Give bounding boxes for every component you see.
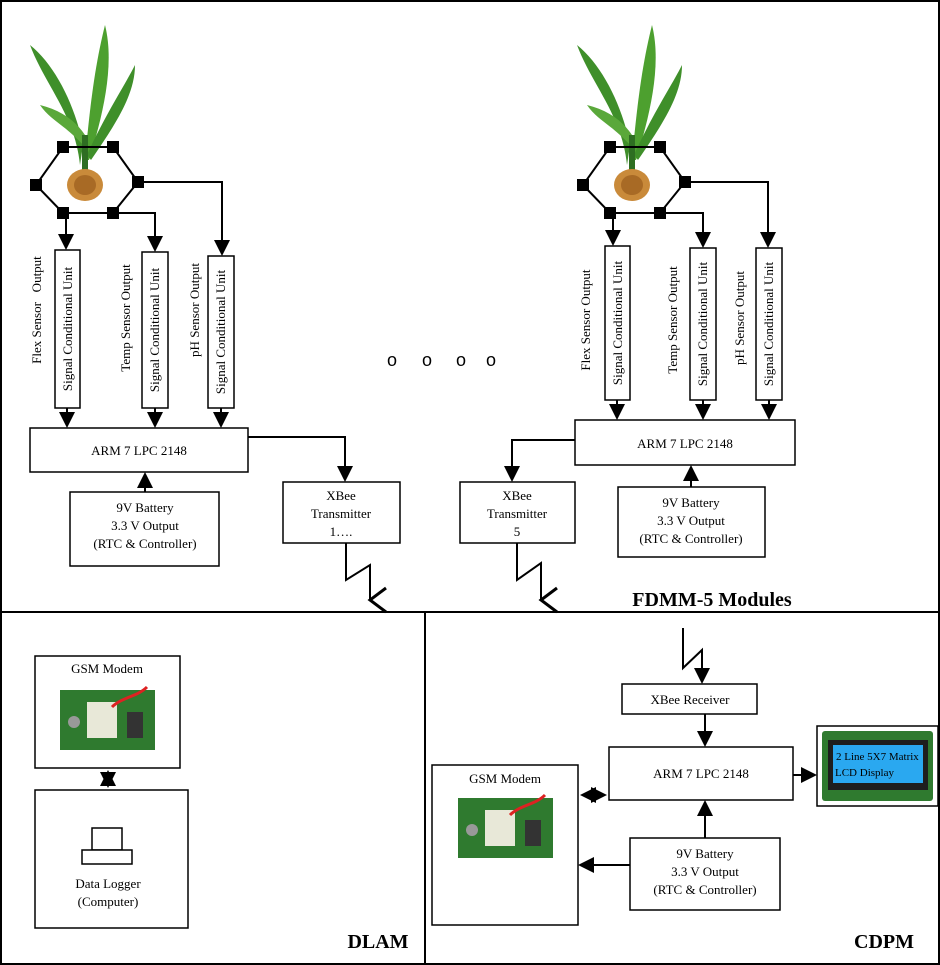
xbee-label: XBee [326,488,356,503]
signal-conditioning-unit-ph [755,247,783,401]
signal-conditioning-unit-flex [54,249,81,409]
battery-output-label: 3.3 V Output [671,864,739,879]
xbee-label: Transmitter [311,506,372,521]
controller-label: ARM 7 LPC 2148 [91,443,187,458]
ph-sensor-label: pH Sensor Output [732,271,747,365]
lcd-line-1: 2 Line 5X7 Matrix [836,751,919,763]
signal-conditioning-unit-ph [207,255,235,409]
xbee-label: XBee [502,488,532,503]
xbee-transmitter-1 [282,481,401,544]
temp-sensor-label: Temp Sensor Output [118,264,133,372]
battery-label: 9V Battery [116,500,174,515]
controller-label: ARM 7 LPC 2148 [637,436,733,451]
xbee-index: 5 [514,524,521,539]
wireless-signal-icon [682,628,710,684]
plant-image [577,25,682,201]
ellipsis-dot: o [486,350,496,370]
battery-output-label: 3.3 V Output [657,513,725,528]
arm-controller-box [608,746,794,801]
scu-label: Signal Conditional Unit [147,268,162,393]
xbee-transmitter-5 [459,481,576,544]
cdpm-panel: XBee Receiver ARM 7 LPC 2148 GSM Modem 9… [431,628,939,953]
ellipsis: o o o o [387,350,496,370]
battery-use-label: (RTC & Controller) [653,882,756,897]
battery-label: 9V Battery [662,495,720,510]
gsm-label: GSM Modem [469,771,541,786]
wireless-signal-icon [345,543,387,614]
cdpm-title: CDPM [854,931,914,953]
controller-label: ARM 7 LPC 2148 [653,766,749,781]
scu-label: Signal Conditional Unit [213,270,228,395]
computer-icon [81,827,133,865]
gsm-label: GSM Modem [71,661,143,676]
flex-sensor-label: Flex Sensor Output [29,256,44,364]
scu-label: Signal Conditional Unit [610,261,625,386]
scu-label: Signal Conditional Unit [761,262,776,387]
gsm-modem-image [448,788,562,867]
arm-controller-box [29,427,249,473]
ph-sensor-label: pH Sensor Output [187,263,202,357]
ellipsis-dot: o [422,350,432,370]
data-logger-label: Data Logger [75,876,141,891]
battery-output-label: 3.3 V Output [111,518,179,533]
fdmm-module-1: Signal Conditional Unit Signal Condition… [29,25,401,614]
temp-sensor-label: Temp Sensor Output [665,266,680,374]
battery-label: 9V Battery [676,846,734,861]
xbee-receiver-box [621,683,758,715]
dlam-panel: GSM Modem Data Logger (Computer) DLAM [34,655,409,953]
dlam-title: DLAM [347,931,408,953]
lcd-screen [833,745,923,783]
data-logger-sublabel: (Computer) [78,894,139,909]
xbee-receiver-label: XBee Receiver [650,692,730,707]
signal-conditioning-unit-temp [141,251,169,409]
lcd-line-2: LCD Display [835,767,894,779]
scu-label: Signal Conditional Unit [695,262,710,387]
fdmm-title: FDMM-5 Modules [632,589,792,611]
ellipsis-dot: o [387,350,397,370]
battery-use-label: (RTC & Controller) [93,536,196,551]
scu-label: Signal Conditional Unit [60,267,75,392]
wireless-signal-icon [516,543,558,614]
battery-box [629,837,781,911]
ellipsis-dot: o [456,350,466,370]
battery-use-label: (RTC & Controller) [639,531,742,546]
plant-image [30,25,135,201]
xbee-label: Transmitter [487,506,548,521]
lcd-display: 2 Line 5X7 Matrix LCD Display [816,725,939,807]
flex-sensor-label: Flex Sensor Output [578,269,593,371]
gsm-modem-image [50,680,164,759]
fdmm-module-5: Signal Conditional Unit Signal Condition… [459,25,796,614]
xbee-index: 1…. [330,524,353,539]
arm-controller-box [574,419,796,466]
